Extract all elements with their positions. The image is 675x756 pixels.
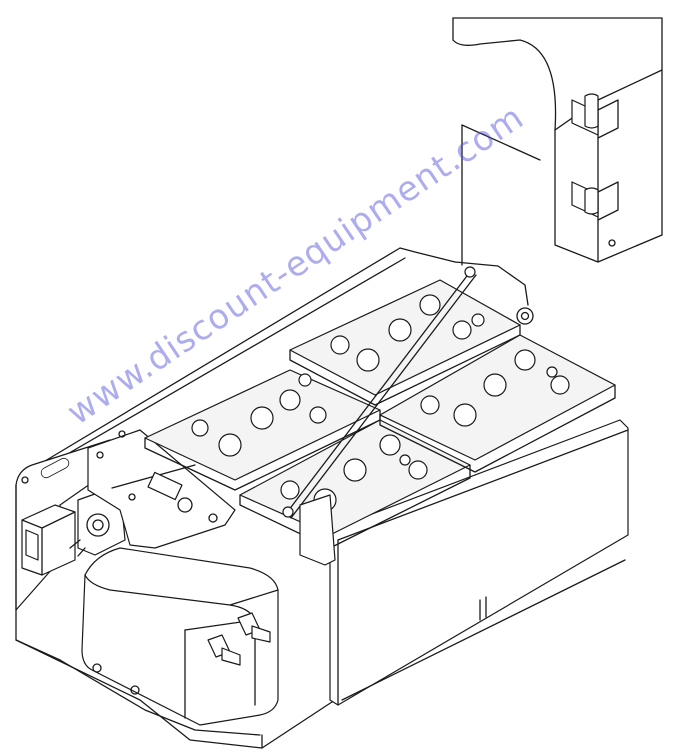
cable-connector-icon [237, 612, 271, 643]
battery [289, 279, 521, 406]
battery [379, 334, 616, 473]
hinge-detail-inset [452, 17, 663, 266]
battery-frame [314, 419, 629, 706]
corner-bracket [299, 494, 336, 566]
tray-back-wall [29, 247, 534, 471]
battery-bank [144, 279, 616, 549]
hold-down-rod [282, 266, 477, 519]
switch-box [21, 484, 126, 576]
tray-floor [15, 639, 336, 749]
cable-connector-icon [207, 634, 241, 666]
charger-housing [81, 547, 279, 726]
mounting-plate [87, 429, 236, 549]
